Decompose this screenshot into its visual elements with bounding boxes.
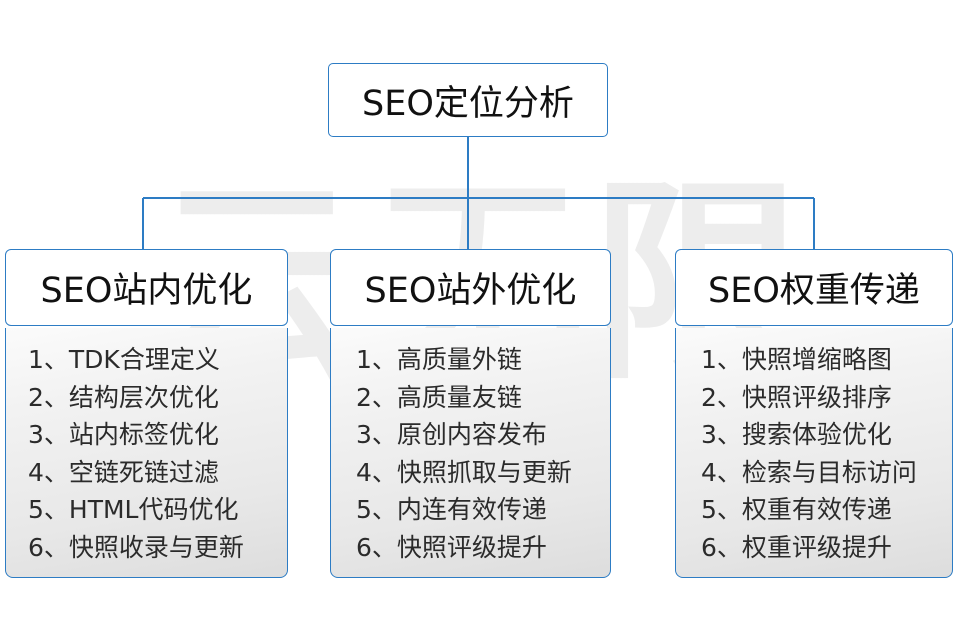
list-item: 5、权重有效传递 <box>701 495 892 524</box>
list-item: 4、检索与目标访问 <box>701 457 917 487</box>
list-item: 1、TDK合理定义 <box>28 345 220 374</box>
list-item: 2、高质量友链 <box>356 382 522 412</box>
list-item: 6、快照评级提升 <box>356 532 547 562</box>
root-node-label: SEO定位分析 <box>362 83 574 124</box>
column-header-seo-onsite[interactable]: SEO站内优化 <box>5 249 288 326</box>
column-body-seo-offsite: 1、高质量外链 2、高质量友链 3、原创内容发布 4、快照抓取与更新 5、内连有… <box>330 328 611 578</box>
list-item: 3、站内标签优化 <box>28 420 219 449</box>
list-item: 4、快照抓取与更新 <box>356 457 572 487</box>
column-header-seo-offsite[interactable]: SEO站外优化 <box>330 249 611 326</box>
list-item: 5、HTML代码优化 <box>28 495 239 524</box>
column-item-list: 1、TDK合理定义 2、结构层次优化 3、站内标签优化 4、空链死链过滤 5、H… <box>6 341 287 566</box>
branch-column-seo-onsite: SEO站内优化 1、TDK合理定义 2、结构层次优化 3、站内标签优化 4、空链… <box>5 249 288 578</box>
list-item: 6、权重评级提升 <box>701 532 892 562</box>
list-item: 3、搜索体验优化 <box>701 420 892 449</box>
branch-column-seo-weight: SEO权重传递 1、快照增缩略图 2、快照评级排序 3、搜索体验优化 4、检索与… <box>675 249 953 578</box>
column-item-list: 1、高质量外链 2、高质量友链 3、原创内容发布 4、快照抓取与更新 5、内连有… <box>331 341 610 566</box>
list-item: 5、内连有效传递 <box>356 495 547 524</box>
list-item: 6、快照收录与更新 <box>28 532 244 562</box>
branch-column-seo-offsite: SEO站外优化 1、高质量外链 2、高质量友链 3、原创内容发布 4、快照抓取与… <box>330 249 611 578</box>
column-body-seo-weight: 1、快照增缩略图 2、快照评级排序 3、搜索体验优化 4、检索与目标访问 5、权… <box>675 328 953 578</box>
list-item: 1、高质量外链 <box>356 345 522 374</box>
list-item: 1、快照增缩略图 <box>701 345 892 374</box>
column-body-seo-onsite: 1、TDK合理定义 2、结构层次优化 3、站内标签优化 4、空链死链过滤 5、H… <box>5 328 288 578</box>
column-header-label: SEO权重传递 <box>708 271 920 311</box>
list-item: 4、空链死链过滤 <box>28 457 219 487</box>
list-item: 2、快照评级排序 <box>701 382 892 412</box>
list-item: 3、原创内容发布 <box>356 420 547 449</box>
list-item: 2、结构层次优化 <box>28 382 219 412</box>
column-header-seo-weight[interactable]: SEO权重传递 <box>675 249 953 326</box>
column-header-label: SEO站内优化 <box>40 271 253 311</box>
column-header-label: SEO站外优化 <box>364 271 577 311</box>
root-node[interactable]: SEO定位分析 <box>328 63 608 137</box>
column-item-list: 1、快照增缩略图 2、快照评级排序 3、搜索体验优化 4、检索与目标访问 5、权… <box>676 341 952 566</box>
